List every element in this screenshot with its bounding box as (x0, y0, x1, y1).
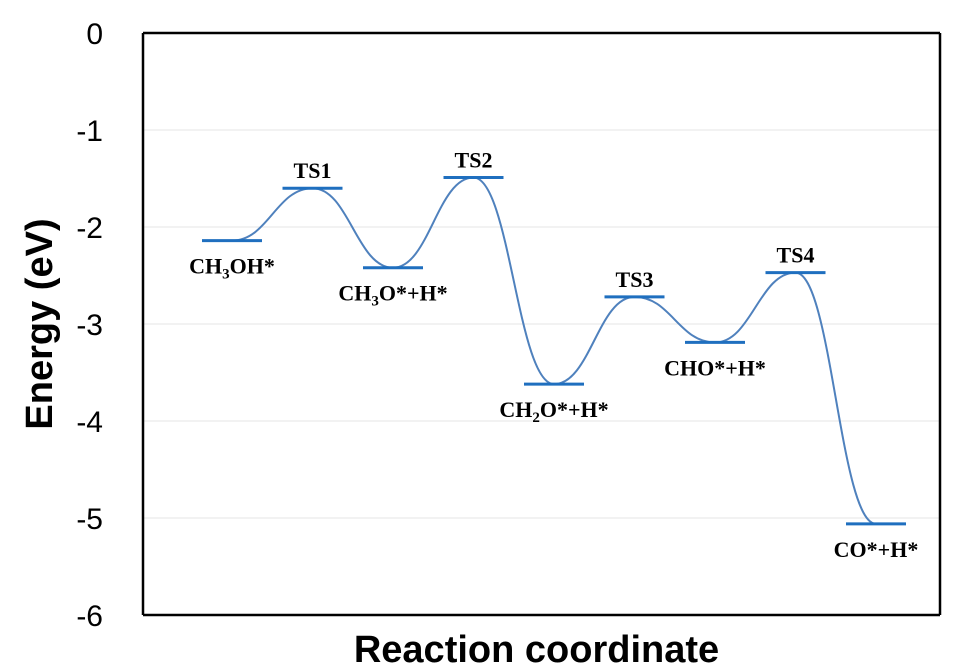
y-tick-label: 0 (86, 18, 103, 51)
state-label-part: CO*+H* (834, 537, 919, 562)
state-label-part: 2 (532, 410, 540, 426)
y-tick-label: -1 (76, 115, 103, 148)
gridlines (143, 129, 940, 519)
y-tick-label: -6 (76, 600, 103, 633)
y-tick-label: -2 (76, 212, 103, 245)
state-label: CO*+H* (834, 537, 919, 562)
state-label-part: TS3 (616, 267, 654, 292)
axes (141, 31, 942, 617)
state-label: TS4 (777, 243, 815, 268)
x-axis-title: Reaction coordinate (354, 629, 719, 669)
state-label: CH2O*+H* (499, 397, 608, 426)
state-label-part: O*+H* (379, 281, 448, 306)
state-label: CH3OH* (189, 254, 275, 283)
energy-profile-curve (231, 176, 877, 525)
energy-levels (202, 176, 906, 526)
state-label-part: 3 (371, 294, 379, 310)
y-tick-label: -3 (76, 309, 103, 342)
state-label-part: 3 (222, 267, 230, 283)
state-label: CHO*+H* (664, 355, 766, 380)
state-label-part: CHO*+H* (664, 355, 766, 380)
y-tick-labels: 0 -1 -2 -3 -4 -5 -6 (76, 18, 103, 633)
state-label: TS2 (455, 148, 493, 173)
state-label: TS3 (616, 267, 654, 292)
y-axis-title: Energy (eV) (19, 218, 61, 429)
state-label-part: OH* (230, 254, 275, 279)
y-tick-label: -5 (76, 503, 103, 536)
state-label-part: CH (499, 397, 532, 422)
state-label-part: CH (338, 281, 371, 306)
state-label-part: TS4 (777, 243, 815, 268)
state-label-part: TS1 (294, 158, 332, 183)
state-labels: CH3OH*TS1CH3O*+H*TS2CH2O*+H*TS3CHO*+H*TS… (189, 148, 918, 562)
state-label-part: TS2 (455, 148, 493, 173)
y-tick-label: -4 (76, 406, 103, 439)
state-label: TS1 (294, 158, 332, 183)
state-label-part: O*+H* (540, 397, 609, 422)
state-label-part: CH (189, 254, 222, 279)
state-label: CH3O*+H* (338, 281, 447, 310)
